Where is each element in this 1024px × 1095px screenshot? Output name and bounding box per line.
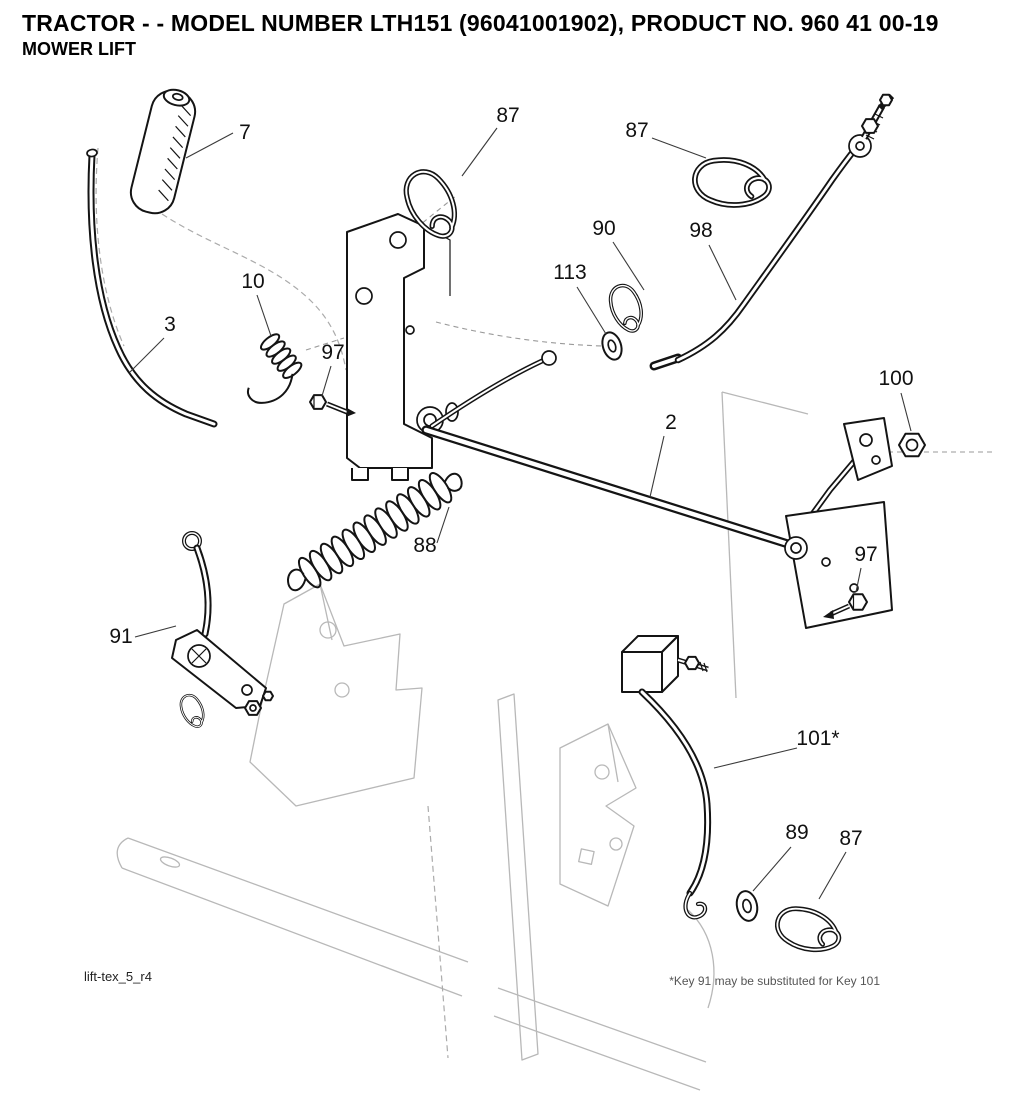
- callout-label-10-6: 10: [241, 270, 264, 293]
- callout-leader-10-6: [256, 294, 272, 337]
- callout-leader-87-1: [461, 127, 498, 177]
- callout-label-88-11: 88: [413, 534, 436, 557]
- deck-ghost-center: [493, 693, 715, 1091]
- callout-leader-100-10: [900, 392, 912, 432]
- grip-hatching: [158, 104, 192, 202]
- callout-label-91-13: 91: [109, 625, 132, 648]
- callout-label-98-4: 98: [689, 219, 712, 242]
- callout-leader-113-5: [576, 286, 607, 335]
- lever-91-part: [171, 531, 274, 732]
- nut-100-part: [898, 432, 926, 458]
- callout-label-2-9: 2: [665, 411, 677, 434]
- callout-label-7-0: 7: [239, 121, 251, 144]
- callout-label-87-2: 87: [625, 119, 648, 142]
- hairpin-clip-87-bottom-part: [772, 901, 845, 960]
- callout-leader-7-0: [185, 132, 234, 159]
- substitution-note: *Key 91 may be substituted for Key 101: [669, 974, 880, 988]
- callout-leader-97-8: [321, 365, 332, 397]
- mounting-bracket-part: [346, 213, 459, 481]
- callout-label-97-8: 97: [321, 341, 344, 364]
- callout-label-87-1: 87: [496, 104, 519, 127]
- lift-lever-bracket-part: [784, 417, 893, 629]
- callout-label-89-15: 89: [785, 821, 808, 844]
- grip-handle-part: [129, 88, 197, 215]
- callout-label-90-3: 90: [592, 217, 615, 240]
- callout-label-97-12: 97: [854, 543, 877, 566]
- callout-leader-97-12: [855, 567, 862, 593]
- washer-113-part: [601, 331, 623, 361]
- callout-leader-88-11: [436, 506, 450, 544]
- callout-leader-101-14: [713, 747, 798, 769]
- spring-88-part: [286, 471, 463, 592]
- callout-leader-2-9: [649, 435, 665, 498]
- callout-label-87-16: 87: [839, 827, 862, 850]
- callout-label-3-7: 3: [164, 313, 176, 336]
- callout-leader-98-4: [708, 244, 737, 301]
- callout-leader-87-2: [651, 137, 707, 159]
- callout-leader-91-13: [134, 625, 177, 638]
- lift-link-rod-101-part: [621, 635, 712, 920]
- washer-89-part: [735, 890, 759, 922]
- link-rod-98-part: [649, 93, 895, 371]
- hairpin-clip-87-top-right-part: [691, 154, 773, 213]
- page-header: TRACTOR - - MODEL NUMBER LTH151 (9604100…: [22, 10, 1012, 60]
- callout-leader-90-3: [612, 241, 645, 291]
- callout-label-101-14: 101*: [796, 727, 839, 750]
- drawing-code: lift-tex_5_r4: [84, 969, 152, 984]
- callout-label-100-10: 100: [878, 367, 913, 390]
- spring-10-part: [247, 333, 303, 404]
- callout-leader-87-16: [818, 851, 847, 900]
- lift-shaft-part: [421, 350, 793, 549]
- lift-handle-rod-part: [86, 148, 218, 428]
- deck-ghost-left: [116, 583, 469, 1059]
- callout-leader-3-7: [129, 337, 165, 373]
- page-subtitle: MOWER LIFT: [22, 39, 136, 60]
- page-title: TRACTOR - - MODEL NUMBER LTH151 (9604100…: [22, 10, 939, 36]
- retainer-clip-90-part: [604, 280, 649, 337]
- callout-label-113-5: 113: [553, 261, 586, 284]
- callout-leader-89-15: [752, 846, 792, 892]
- callout-layer: 7 87 87 90 98 113 10 3 97 2 100 88 97 91 101* 89 87: [109, 104, 914, 900]
- bolt-97-right-part: [823, 593, 868, 619]
